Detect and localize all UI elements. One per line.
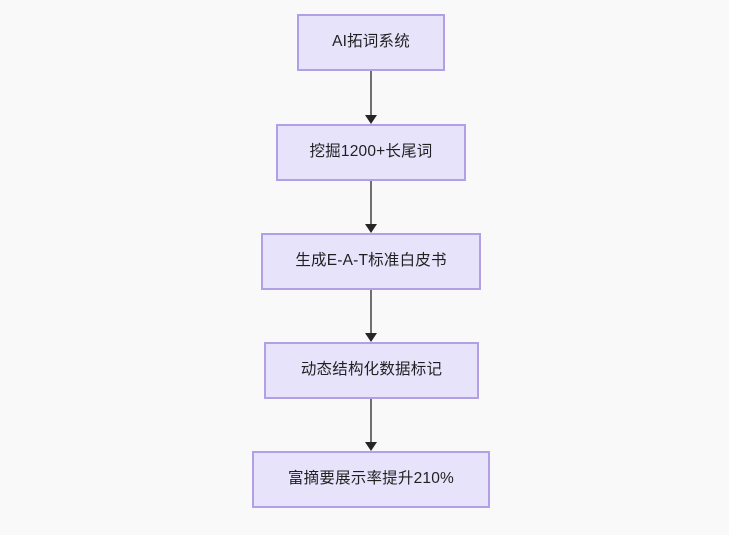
arrow-head-icon <box>365 115 377 124</box>
arrow-head-icon <box>365 333 377 342</box>
arrow-head-icon <box>365 224 377 233</box>
flow-edge-n1-to-n2 <box>365 71 377 124</box>
edge-line <box>370 399 372 443</box>
flow-node-label: AI拓词系统 <box>332 33 410 51</box>
flow-node-ai-keyword-system[interactable]: AI拓词系统 <box>297 14 445 71</box>
arrow-head-icon <box>365 442 377 451</box>
flow-node-label: 挖掘1200+长尾词 <box>309 143 433 161</box>
edge-line <box>370 181 372 225</box>
flow-node-label: 动态结构化数据标记 <box>300 361 443 379</box>
flow-node-label: 生成E-A-T标准白皮书 <box>295 252 447 270</box>
flow-node-rich-snippet-impression-lift[interactable]: 富摘要展示率提升210% <box>252 451 490 508</box>
edge-line <box>370 290 372 334</box>
flow-node-dynamic-structured-data-markup[interactable]: 动态结构化数据标记 <box>264 342 479 399</box>
flow-edge-n4-to-n5 <box>365 399 377 451</box>
flow-node-generate-eat-whitepaper[interactable]: 生成E-A-T标准白皮书 <box>261 233 481 290</box>
flow-edge-n3-to-n4 <box>365 290 377 342</box>
flow-node-label: 富摘要展示率提升210% <box>287 470 455 488</box>
edge-line <box>370 71 372 116</box>
flow-edge-n2-to-n3 <box>365 181 377 233</box>
flow-node-mine-longtail-keywords[interactable]: 挖掘1200+长尾词 <box>276 124 466 181</box>
